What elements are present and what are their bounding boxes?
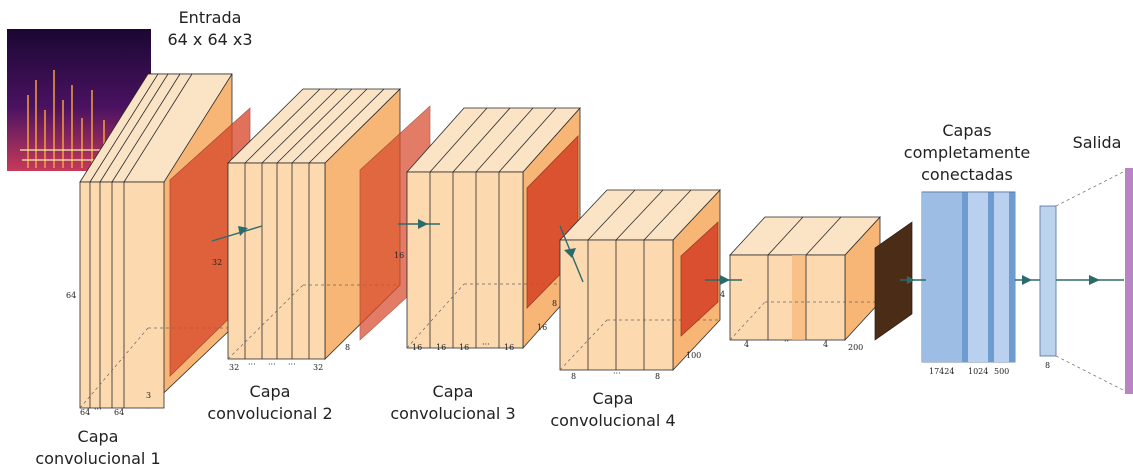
conv2-width-label-3: ··· <box>288 360 296 369</box>
conv2-label-line2: convolucional 2 <box>207 404 332 423</box>
conv1-width-label-0: 64 <box>80 408 90 417</box>
arrow-conv5-fc <box>900 276 926 284</box>
conv5-width-label-0: 4 <box>744 340 749 349</box>
conv2-depth-label: 8 <box>345 343 350 352</box>
conv4-width-label-1: ··· <box>613 369 621 378</box>
conv1-height-label: 64 <box>66 291 76 300</box>
output-title: Salida <box>1073 133 1122 152</box>
conv1-label-line2: convolucional 1 <box>35 449 160 468</box>
fc-unit-label-0: 17424 <box>929 367 954 376</box>
fc-label-line1: Capas <box>942 121 991 140</box>
conv4-depth-label: 100 <box>686 351 701 360</box>
fc-block <box>921 191 1016 363</box>
input-size-label: 64 x 64 x3 <box>167 30 252 49</box>
fc-stripe-2 <box>988 192 994 362</box>
conv4-label-line2: convolucional 4 <box>550 411 675 430</box>
fc-stripe-3 <box>1009 192 1015 362</box>
conv2-width-label-4: 32 <box>313 363 323 372</box>
arrow-output-final <box>1056 275 1124 285</box>
output-bar <box>1125 168 1133 394</box>
conv3-width-label-0: 16 <box>412 343 422 352</box>
conv3-depth-label: 16 <box>537 323 547 332</box>
arrow-conv3-conv4 <box>559 225 584 283</box>
conv3-label-line1: Capa <box>433 382 474 401</box>
conv4-pool-plane <box>680 221 719 337</box>
conv2-label-line1: Capa <box>250 382 291 401</box>
conv1-depth-label: 3 <box>146 391 151 400</box>
arrow-conv4-conv5 <box>705 275 742 285</box>
conv4-label-line1: Capa <box>593 389 634 408</box>
fc-unit-label-2: 500 <box>994 367 1009 376</box>
conv2-width-label-1: ··· <box>248 360 256 369</box>
conv3-width-label-4: 16 <box>504 343 514 352</box>
conv4-width-label-0: 8 <box>571 372 576 381</box>
conv3-width-label-1: 16 <box>436 343 446 352</box>
conv2-front-face <box>227 162 326 360</box>
conv1-width-label-1: ··· <box>94 405 102 414</box>
conv3-width-label-3: ··· <box>482 340 490 349</box>
conv1-label-line1: Capa <box>78 427 119 446</box>
fc-unit-label-1: 1024 <box>968 367 988 376</box>
conv5-height-label: 4 <box>720 290 725 299</box>
arrow-conv1-conv2 <box>211 225 263 242</box>
conv3-label-line2: convolucional 3 <box>390 404 515 423</box>
conv5-block <box>729 215 881 342</box>
conv5-width-label-1: ·· <box>784 337 789 346</box>
output-layer <box>1039 205 1057 357</box>
conv3-front-face <box>406 171 524 349</box>
arrow-fc-output <box>1015 275 1040 285</box>
input-title: Entrada <box>179 8 242 27</box>
fc-label-line3: conectadas <box>921 165 1013 184</box>
fc-layer-1024 <box>968 192 988 362</box>
conv4-width-label-2: 8 <box>655 372 660 381</box>
conv3-width-label-2: 16 <box>459 343 469 352</box>
conv1-front-face <box>79 181 165 409</box>
fc-layer-500 <box>994 192 1009 362</box>
conv5-dark-block <box>874 221 913 341</box>
conv2-width-label-2: ··· <box>268 360 276 369</box>
output-unit-label: 8 <box>1045 361 1050 370</box>
conv1-width-label-2: 64 <box>114 408 124 417</box>
conv4-block <box>559 188 721 372</box>
conv5-front-face <box>729 254 846 341</box>
conv4-height-label: 8 <box>552 299 557 308</box>
conv2-height-label: 32 <box>212 258 222 267</box>
conv5-width-label-2: 4 <box>823 340 828 349</box>
arrow-conv2-conv3 <box>398 219 440 229</box>
conv5-depth-label: 200 <box>848 343 863 352</box>
conv2-width-label-0: 32 <box>229 363 239 372</box>
fc-layer-17424 <box>922 192 962 362</box>
conv4-front-face <box>559 239 674 371</box>
fc-label-line2: completamente <box>904 143 1030 162</box>
fc-stripe-1 <box>962 192 968 362</box>
conv3-height-label: 16 <box>394 251 404 260</box>
conv5-stripe <box>792 255 806 340</box>
